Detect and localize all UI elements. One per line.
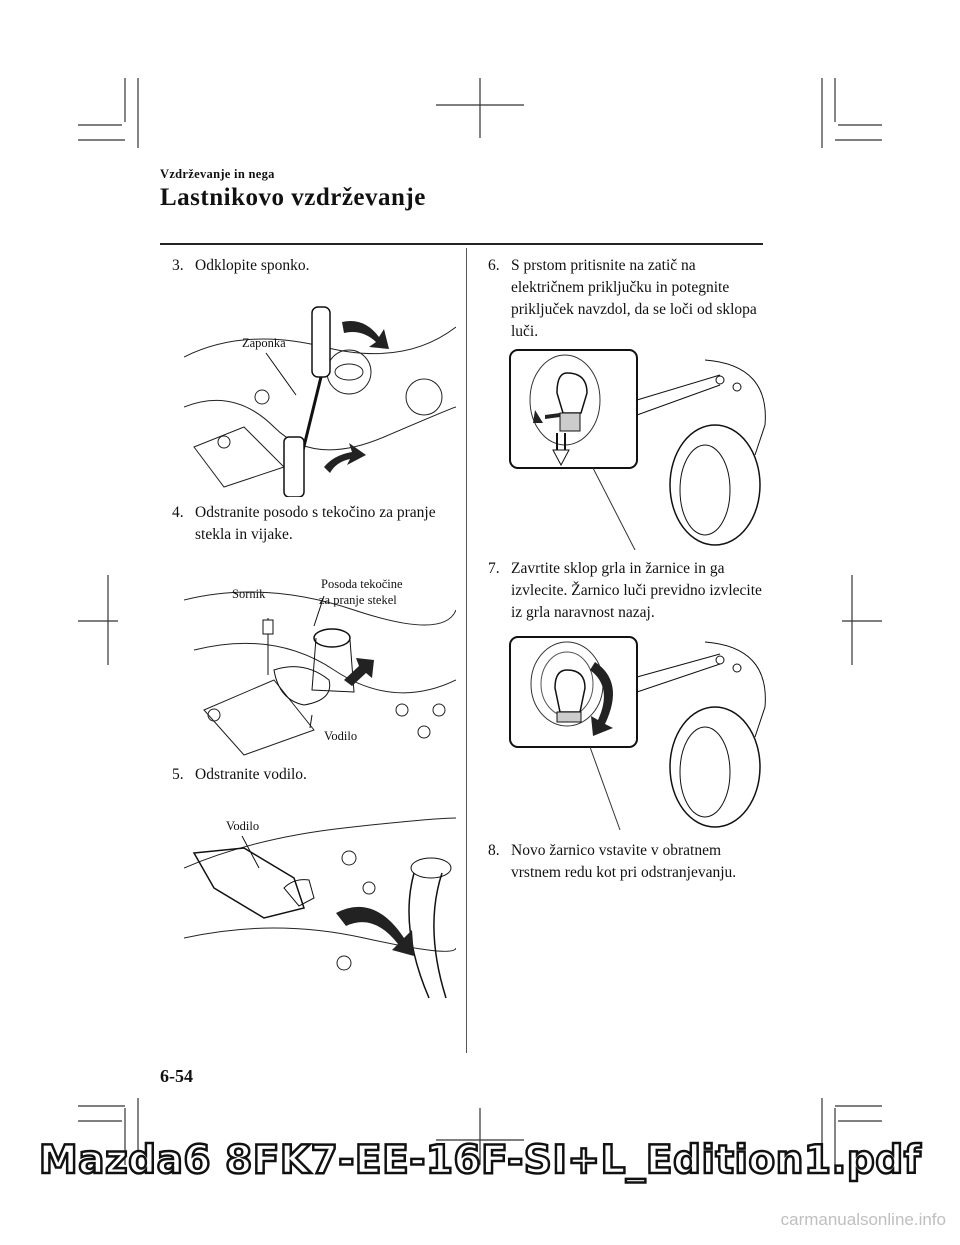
step-8: 8. Novo žarnico vstavite v obratnem vrst…: [488, 840, 768, 884]
label-vodilo-2: Vodilo: [226, 819, 259, 833]
footer-filename: Mazda6 8FK7-EE-16F-SI+L_Edition1.pdf: [38, 1137, 922, 1185]
step-text: S prstom pritisnite na zatič na električ…: [511, 257, 757, 340]
step-6: 6. S prstom pritisnite na zatič na elekt…: [488, 255, 768, 343]
figure-washer-tank: Sornik Posoda tekočine za pranje stekel …: [184, 577, 456, 756]
figure-clip-removal: Zaponka: [184, 287, 456, 497]
label-zaponka: Zaponka: [242, 336, 286, 350]
label-vodilo: Vodilo: [324, 729, 357, 743]
step-number: 6.: [488, 257, 500, 274]
step-5: 5. Odstranite vodilo.: [172, 764, 457, 786]
step-number: 8.: [488, 842, 500, 859]
step-text: Odklopite sponko.: [195, 257, 310, 274]
page-title: Lastnikovo vzdrževanje: [160, 184, 426, 211]
step-number: 3.: [172, 257, 184, 274]
header-rule: [160, 243, 763, 245]
step-text: Odstranite posodo s tekočino za pranje s…: [195, 504, 436, 543]
column-divider: [466, 248, 467, 1053]
label-sornik: Sornik: [232, 587, 266, 601]
page-number: 6-54: [160, 1066, 193, 1086]
step-number: 5.: [172, 766, 184, 783]
label-posoda-2: za pranje stekel: [319, 593, 397, 607]
label-posoda-1: Posoda tekočine: [321, 577, 403, 591]
step-number: 7.: [488, 560, 500, 577]
section-label: Vzdrževanje in nega: [160, 167, 275, 181]
figure-connector: [509, 349, 766, 550]
step-text: Novo žarnico vstavite v obratnem vrstnem…: [511, 842, 737, 881]
step-text: Zavrtite sklop grla in žarnice in ga izv…: [511, 560, 762, 621]
step-7: 7. Zavrtite sklop grla in žarnice in ga …: [488, 558, 768, 624]
step-4: 4. Odstranite posodo s tekočino za pranj…: [172, 502, 457, 546]
step-3: 3. Odklopite sponko.: [172, 255, 457, 277]
figure-bulb-removal: [509, 636, 766, 831]
watermark: carmanualsonline.info: [780, 1210, 946, 1229]
step-text: Odstranite vodilo.: [195, 766, 307, 783]
figure-guide-removal: Vodilo: [184, 817, 456, 999]
step-number: 4.: [172, 504, 184, 521]
